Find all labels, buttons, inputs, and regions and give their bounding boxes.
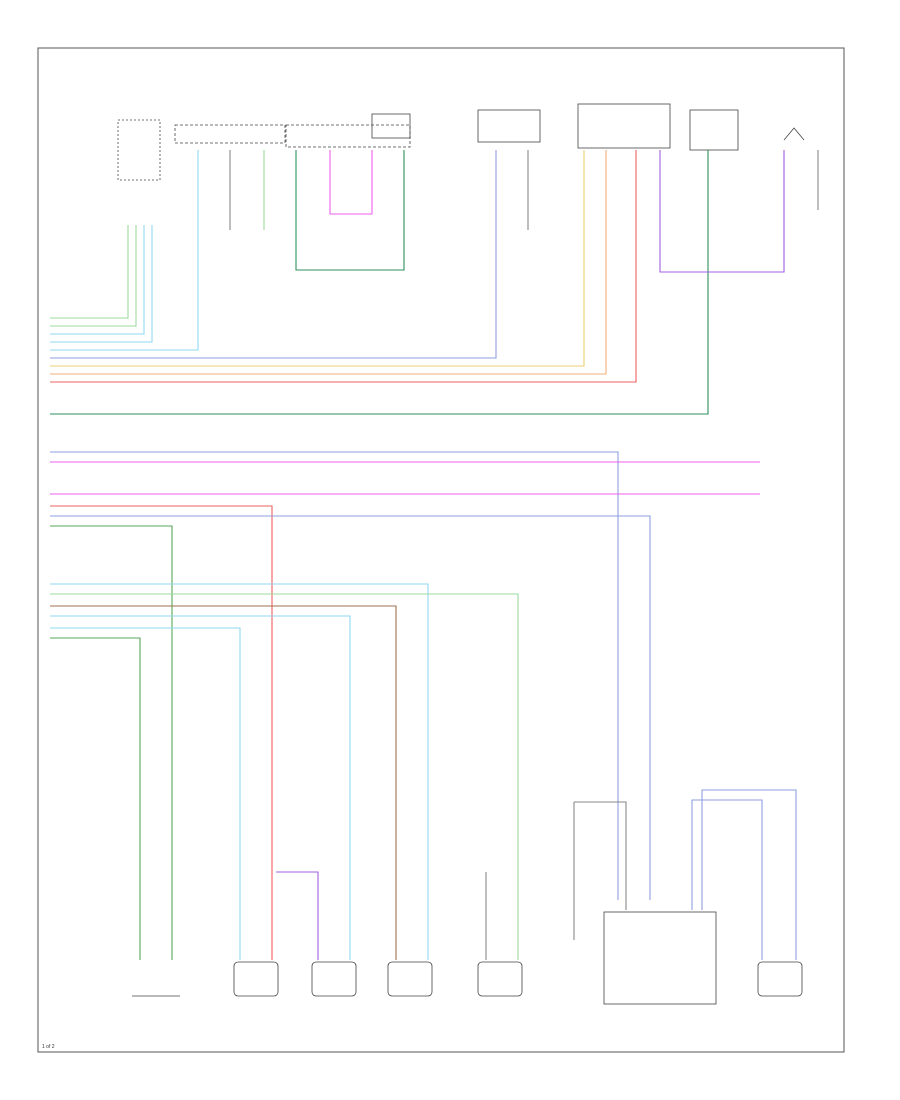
- wire-7: [50, 150, 585, 367]
- wire-9: [50, 150, 637, 383]
- wire-19: [50, 605, 397, 960]
- wire-14: [50, 505, 273, 960]
- wire-11: [50, 451, 619, 900]
- middle-harness-wires: [50, 451, 760, 960]
- wire-dk-green-loop: [295, 150, 405, 271]
- wire-blue-right-1: [691, 799, 763, 960]
- wire-2: [50, 225, 137, 327]
- wire-8: [50, 150, 607, 375]
- wire-22: [50, 637, 141, 960]
- wire-18: [50, 593, 519, 960]
- diagram-frame: [37, 47, 845, 1053]
- wire-5: [50, 150, 199, 351]
- lower-harness-wires: [50, 583, 519, 960]
- wire-6: [50, 150, 497, 359]
- footer-code: 1 of 2: [42, 1044, 55, 1050]
- top-harness-wires: [50, 150, 709, 415]
- wire-16: [50, 525, 173, 960]
- bottom-components: [132, 911, 803, 1005]
- wire-pink-loop: [329, 150, 373, 215]
- wire-1: [50, 225, 129, 319]
- top-components: [117, 103, 805, 181]
- wire-violet-bottom: [276, 871, 319, 960]
- wire-4: [50, 225, 153, 343]
- wire-blue-right-2: [701, 789, 797, 960]
- wire-15: [50, 515, 651, 900]
- wire-17: [50, 583, 429, 960]
- wire-gray-right: [574, 801, 627, 910]
- wire-violet-loop: [659, 150, 785, 273]
- wire-3: [50, 225, 145, 335]
- wire-10: [50, 150, 709, 415]
- top-local-wires: [229, 150, 819, 273]
- wire-20: [50, 615, 351, 960]
- wire-21: [50, 627, 241, 960]
- bottom-local-wires: [276, 789, 797, 960]
